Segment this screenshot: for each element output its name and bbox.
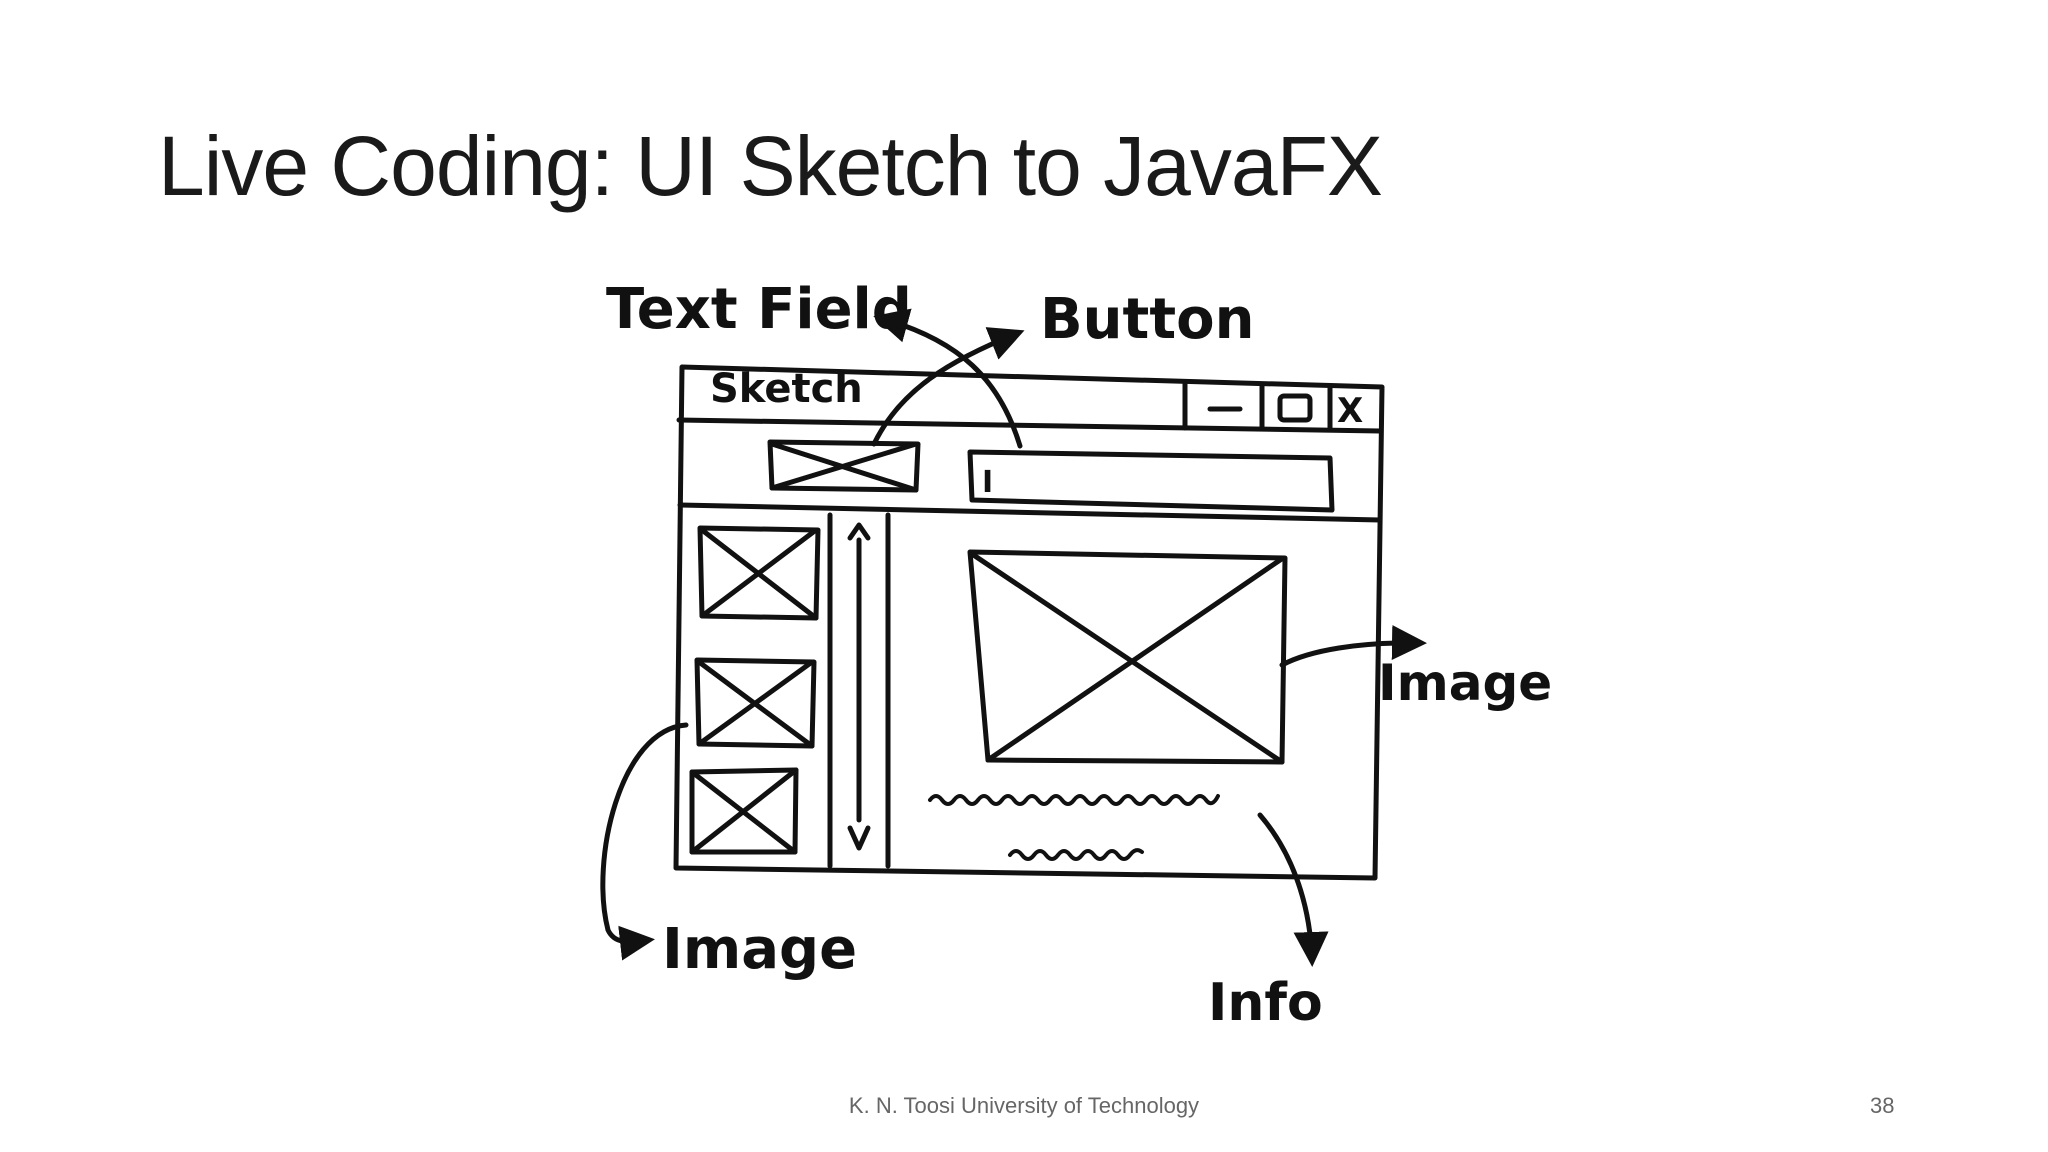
sketch-button-placeholder <box>767 439 921 493</box>
slide-title: Live Coding: UI Sketch to JavaFX <box>158 119 1383 213</box>
slide-footer: K. N. Toosi University of Technology <box>848 1093 1200 1118</box>
annotation-button: Button <box>1040 287 1254 352</box>
sketch-text-field <box>967 449 1335 513</box>
sketch-titlebar-divider <box>676 417 1383 434</box>
scroll-up-arrow-icon <box>847 522 871 541</box>
annotation-image-right: Image <box>1378 654 1552 712</box>
sketch-toolbar-divider <box>677 502 1383 523</box>
arrow-info-label <box>1257 812 1329 967</box>
arrow-button-to-textfield-label <box>873 308 1023 449</box>
arrow-textfield-to-button-label <box>871 327 1025 447</box>
arrow-thumbnail-image-label <box>600 722 689 961</box>
slide-page-number: 38 <box>1870 1093 1895 1118</box>
annotation-info: Info <box>1208 973 1323 1033</box>
scroll-down-arrow-icon <box>847 825 871 851</box>
arrow-main-image-label <box>1279 625 1427 668</box>
sketch-window-frame <box>673 364 1385 881</box>
sketch-thumbnail-3 <box>689 767 799 855</box>
sketch-info-line-1 <box>928 794 1220 806</box>
annotation-image-left: Image <box>662 917 857 982</box>
annotation-text-field: Text Field <box>606 277 912 342</box>
sketch-window-title: Sketch <box>710 366 863 412</box>
close-icon: X <box>1337 391 1363 431</box>
sketch-main-image <box>967 549 1288 765</box>
sketch-info-line-2 <box>1008 848 1144 861</box>
text-cursor-icon: I <box>982 465 993 500</box>
sketch-thumbnail-1 <box>697 525 821 621</box>
sketch-thumbnail-2 <box>694 657 817 749</box>
maximize-icon <box>1277 393 1313 423</box>
sketch-window-controls <box>1182 381 1333 433</box>
sketch-scrollbar <box>827 512 891 869</box>
